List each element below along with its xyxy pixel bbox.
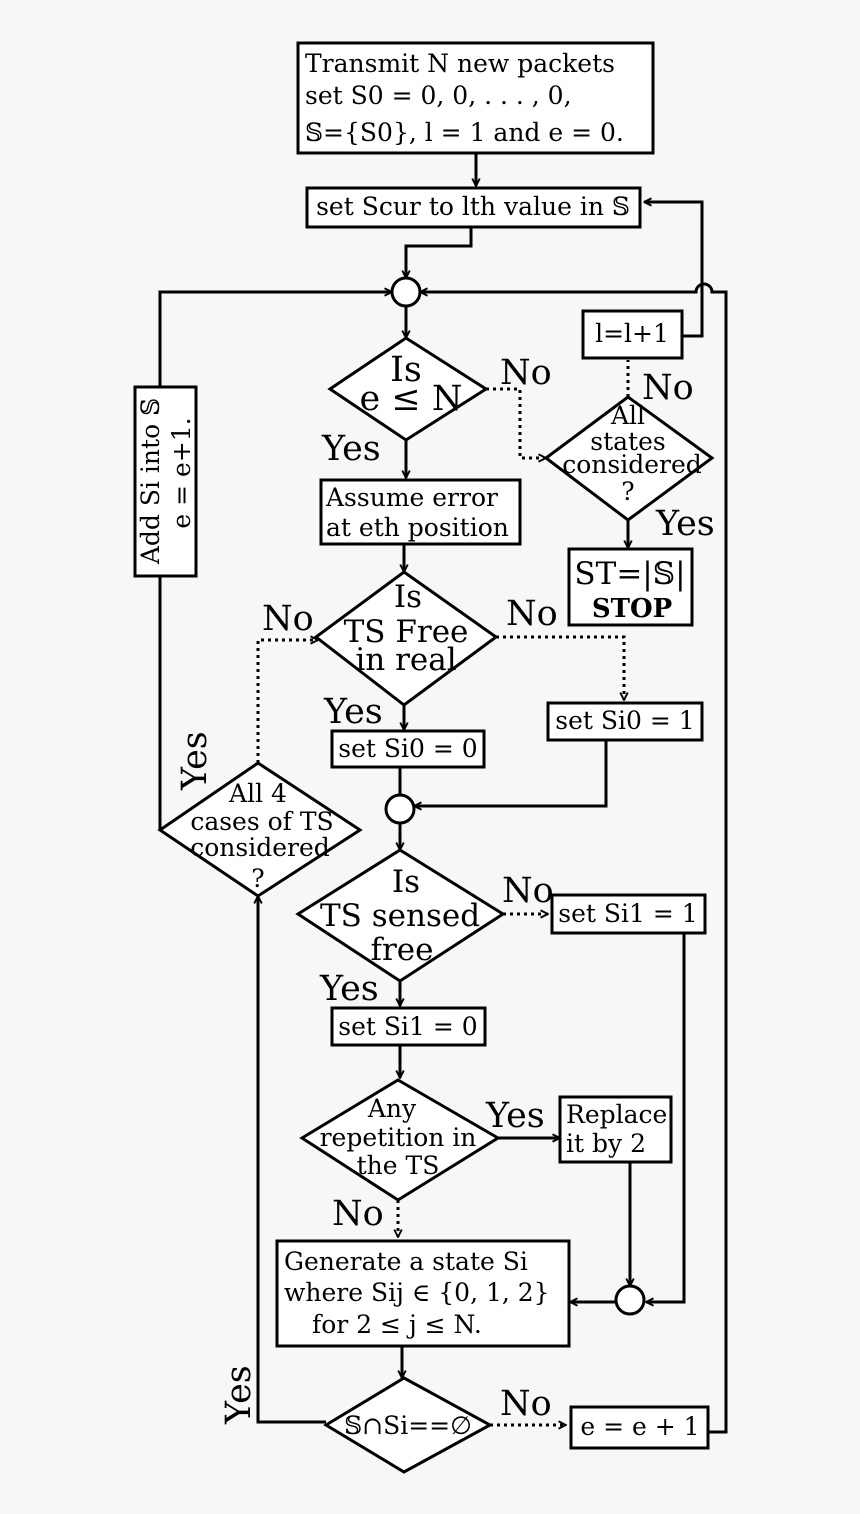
start-box: Transmit N new packets set S0 = 0, 0, . …: [296, 41, 655, 155]
increment-l-text: l=l+1: [595, 319, 669, 348]
decision-all-states: All states considered ?: [543, 395, 715, 522]
set-si0-0-box: set Si0 = 0: [330, 729, 486, 769]
stop-box: ST=|𝕊| STOP: [567, 547, 694, 627]
label-no-ts-sensed: No: [502, 871, 554, 911]
assume-error-line-1: Assume error: [325, 483, 498, 512]
decision-repetition-line-1: Any: [367, 1094, 417, 1123]
label-no-ts-free-right: No: [506, 594, 558, 634]
decision-e-le-n-line-2: e ≤ N: [360, 379, 463, 419]
add-si-line-1: Add Si into 𝕊: [136, 398, 165, 565]
label-yes-ts-sensed: Yes: [319, 969, 379, 1009]
set-scur-text: set Scur to lth value in 𝕊: [316, 192, 630, 221]
decision-all-states-line-4: ?: [621, 477, 634, 506]
label-no-repetition: No: [332, 1194, 384, 1234]
generate-state-box: Generate a state Si where Sij ∈ {0, 1, 2…: [275, 1239, 571, 1348]
label-no-ts-free-left: No: [262, 599, 314, 639]
set-si1-0-text: set Si1 = 0: [338, 1012, 477, 1041]
set-si1-0-box: set Si1 = 0: [330, 1006, 487, 1047]
replace-line-2: it by 2: [566, 1129, 646, 1158]
set-si0-0-text: set Si0 = 0: [338, 734, 477, 763]
label-yes-all-states: Yes: [655, 504, 715, 544]
set-si1-1-text: set Si1 = 1: [558, 899, 697, 928]
assume-error-box: Assume error at eth position: [319, 478, 522, 546]
label-yes-e-le-n: Yes: [321, 429, 381, 469]
decision-all-4-line-3: considered: [190, 833, 330, 862]
start-line-1: Transmit N new packets: [305, 49, 615, 78]
generate-state-line-3: for 2 ≤ j ≤ N.: [312, 1310, 482, 1339]
connectors: [158, 153, 728, 1434]
generate-state-line-2: where Sij ∈ {0, 1, 2}: [284, 1278, 550, 1307]
label-no-all-states: No: [642, 368, 694, 408]
set-si1-1-box: set Si1 = 1: [550, 893, 707, 935]
decision-all-4-line-2: cases of TS: [190, 807, 333, 836]
decision-ts-sensed-line-3: free: [371, 932, 434, 968]
decision-all-states-line-2: states: [590, 427, 665, 456]
decision-ts-free-line-1: Is: [394, 579, 422, 615]
decision-ts-free-real: Is TS Free in real: [313, 570, 499, 707]
decision-ts-sensed-free: Is TS sensed free: [295, 848, 506, 983]
label-yes-repetition: Yes: [485, 1096, 545, 1136]
decision-ts-free-line-3: in real: [355, 642, 456, 678]
stop-line-2: STOP: [592, 594, 672, 624]
add-si-box: Add Si into 𝕊 e = e+1.: [133, 385, 198, 578]
generate-state-line-1: Generate a state Si: [284, 1247, 528, 1276]
label-no-intersection: No: [500, 1384, 552, 1424]
label-no-e-le-n: No: [500, 353, 552, 393]
increment-l-box: l=l+1: [581, 309, 684, 360]
set-scur-box: set Scur to lth value in 𝕊: [305, 186, 642, 229]
decision-repetition-line-3: the TS: [357, 1151, 440, 1180]
decision-repetition: Any repetition in the TS: [299, 1078, 501, 1202]
set-si0-1-text: set Si0 = 1: [555, 706, 694, 735]
replace-line-1: Replace: [566, 1100, 667, 1129]
decision-intersection: 𝕊∩Si==∅: [323, 1376, 494, 1474]
set-si0-1-box: set Si0 = 1: [546, 701, 704, 742]
stop-line-1: ST=|𝕊|: [574, 556, 685, 592]
replace-box: Replace it by 2: [558, 1095, 673, 1164]
decision-intersection-text: 𝕊∩Si==∅: [344, 1411, 472, 1440]
decision-all-4-line-4: ?: [251, 864, 264, 893]
decision-ts-free-line-2: TS Free: [344, 614, 469, 650]
decision-all-states-line-3: considered: [562, 450, 702, 479]
start-line-3: 𝕊={S0}, l = 1 and e = 0.: [305, 118, 624, 147]
decision-e-le-n-line-1: Is: [390, 350, 422, 390]
increment-e-box: e = e + 1: [569, 1405, 710, 1450]
label-yes-all-4-cases: Yes: [175, 731, 215, 791]
label-yes-ts-free: Yes: [323, 692, 383, 732]
junction-bottom: [614, 1284, 646, 1316]
decision-all-states-line-1: All: [610, 401, 645, 430]
junction-middle: [384, 793, 416, 825]
assume-error-line-2: at eth position: [326, 513, 509, 542]
junction-top: [390, 276, 422, 308]
decision-all-4-cases: All 4 cases of TS considered ?: [157, 761, 363, 898]
label-yes-intersection: Yes: [219, 1365, 259, 1425]
decision-ts-sensed-line-2: TS sensed: [320, 898, 480, 934]
start-line-2: set S0 = 0, 0, . . . , 0,: [305, 81, 572, 110]
add-si-line-2: e = e+1.: [167, 417, 196, 528]
decision-all-4-line-1: All 4: [228, 779, 287, 808]
decision-e-le-n: Is e ≤ N: [327, 336, 489, 442]
decision-ts-sensed-line-1: Is: [392, 864, 420, 900]
decision-repetition-line-2: repetition in: [320, 1123, 477, 1152]
increment-e-text: e = e + 1: [580, 1412, 699, 1441]
